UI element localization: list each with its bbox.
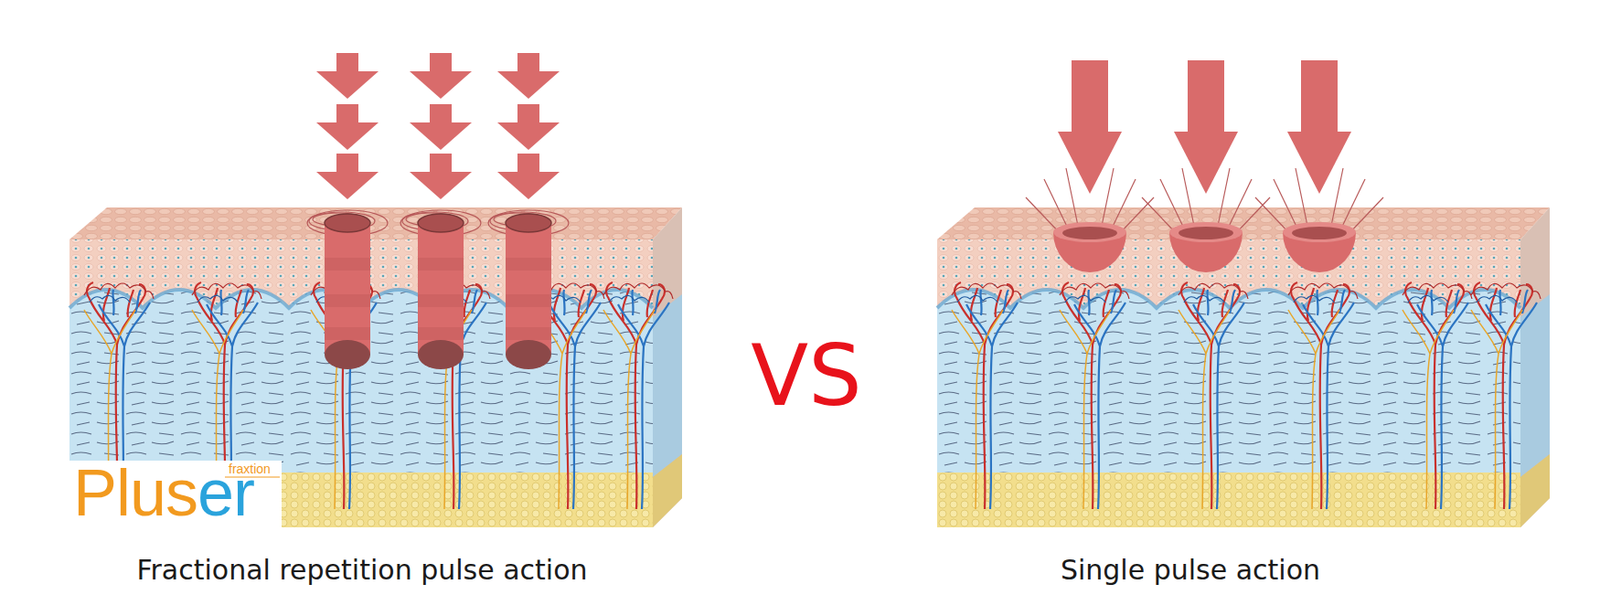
logo-tagline: fraxtion <box>228 462 271 476</box>
caption: Fractional repetition pulse action <box>136 556 587 585</box>
versus-label: VS <box>750 334 862 419</box>
caption: Single pulse action <box>1060 556 1321 585</box>
logo-word: Pluser <box>73 459 255 526</box>
